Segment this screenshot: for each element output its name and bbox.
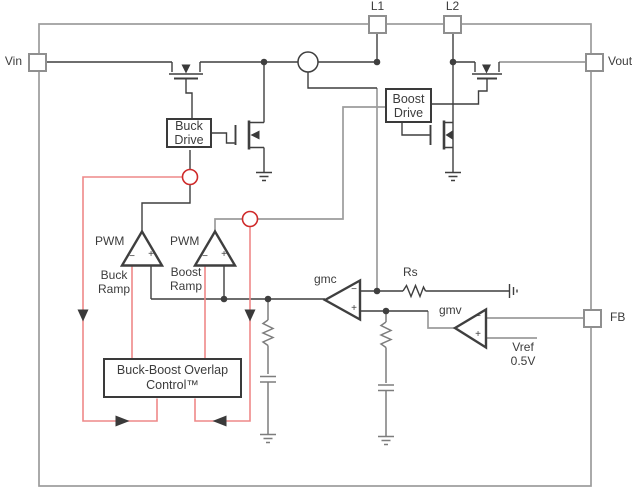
current-sense-circle — [297, 51, 319, 73]
vout-terminal — [585, 53, 604, 72]
vin-rail — [47, 34, 378, 63]
buck-drive-block: Buck Drive — [166, 118, 212, 148]
gmv-output-wire — [427, 311, 455, 329]
gmc-plus-sign: + — [351, 303, 357, 314]
boost-pwm-comparator — [192, 229, 238, 267]
buck-drive-label-2: Drive — [174, 133, 204, 147]
gmc-minus-rs-net — [360, 283, 518, 299]
overlap-control-label-1: Buck-Boost Overlap — [116, 363, 229, 377]
buck-ramp-label: Buck Ramp — [97, 268, 130, 296]
gmv-minus-sign: − — [475, 311, 481, 322]
buck-pwm-plus-sign: + — [148, 249, 154, 260]
buck-overlap-red-wire — [82, 176, 183, 422]
overlap-control-label-2: Control™ — [146, 378, 199, 392]
ground-rc-left — [260, 433, 276, 444]
boost-drive-block: Boost Drive — [385, 88, 432, 123]
boost-lowside-nmos — [401, 120, 453, 150]
boost-ramp-label: Boost Ramp — [169, 265, 202, 293]
buck-pwm-minus-sign: − — [129, 251, 135, 262]
gmc-amplifier — [322, 278, 362, 322]
ground-boost-nmos — [445, 171, 461, 182]
ground-buck-nmos — [256, 171, 272, 182]
gmc-minus-sign: − — [351, 284, 357, 295]
l2-terminal — [443, 15, 462, 34]
buck-tap-node — [181, 168, 199, 186]
fb-label: FB — [610, 310, 626, 324]
ground-rs — [508, 284, 518, 298]
l1-terminal — [368, 15, 387, 34]
vin-label: Vin — [4, 54, 22, 68]
gmv-plus-sign: + — [475, 329, 481, 340]
vc-net — [150, 265, 325, 300]
vref-label: Vref 0.5V — [510, 340, 536, 368]
l2-label: L2 — [445, 0, 460, 13]
gmv-label: gmv — [439, 303, 462, 317]
ground-rc-right — [378, 435, 394, 446]
boost-pwm-label: PWM — [170, 234, 200, 248]
boost-highside-pmos — [432, 62, 502, 105]
buck-pwm-comparator — [119, 229, 165, 267]
overlap-control-block: Buck-Boost Overlap Control™ — [103, 358, 242, 398]
buck-drive-label-1: Buck — [175, 119, 203, 133]
boost-drive-label-1: Boost — [392, 91, 425, 106]
comp-rc-right — [378, 311, 394, 446]
gmv-amplifier — [452, 307, 488, 350]
boost-pwm-output-wire — [214, 106, 385, 232]
flow-arrows — [77, 309, 256, 427]
buck-pwm-label: PWM — [95, 234, 125, 248]
boost-drive-label-2: Drive — [393, 105, 424, 120]
buck-lowside-nmos — [212, 62, 265, 172]
fb-terminal — [583, 309, 602, 328]
vout-label: Vout — [608, 54, 633, 68]
boost-tap-node — [241, 210, 259, 228]
buck-drive-input-wire — [141, 150, 191, 232]
l1-label: L1 — [370, 0, 385, 13]
boost-pwm-plus-sign: + — [221, 249, 227, 260]
gmc-label: gmc — [314, 272, 337, 286]
boost-pwm-minus-sign: − — [202, 251, 208, 262]
vin-terminal — [28, 53, 47, 72]
l2-rail — [452, 34, 475, 172]
buck-highside-pmos — [169, 62, 203, 118]
current-sense-lead — [307, 72, 377, 89]
rs-label: Rs — [403, 265, 418, 279]
ic-outline — [38, 23, 592, 487]
comp-rc-left — [260, 299, 276, 444]
junction-dots — [220, 58, 457, 315]
